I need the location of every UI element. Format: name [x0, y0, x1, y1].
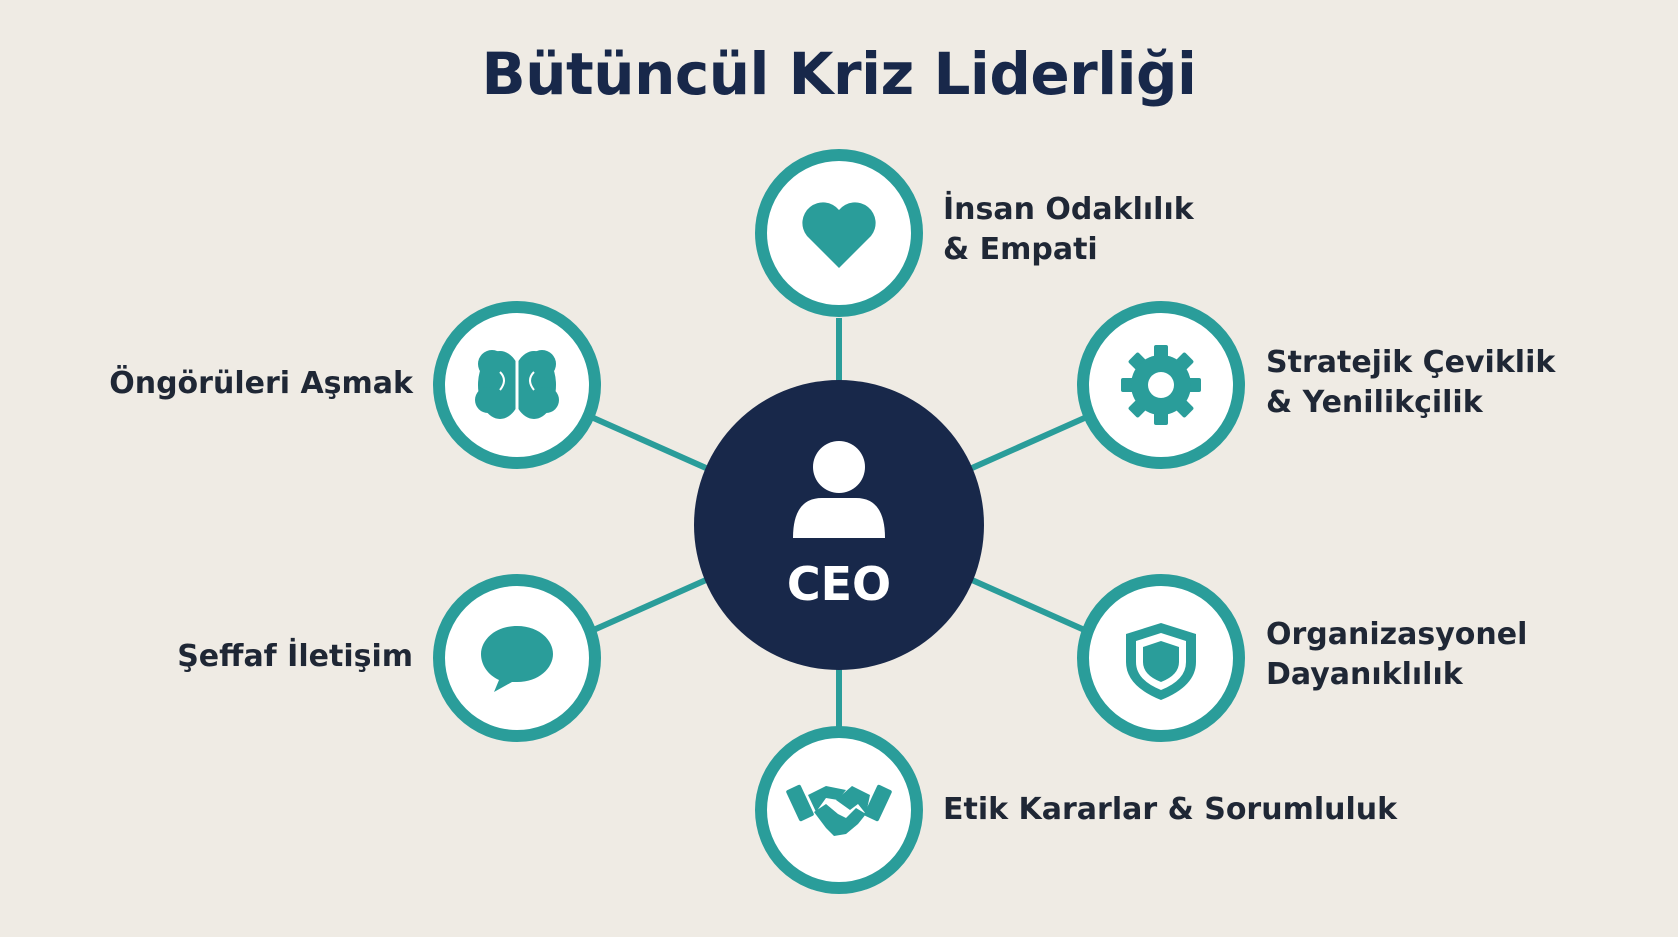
label-strategy-line2: & Yenilikçilik [1266, 385, 1483, 420]
connector-foresight [578, 409, 708, 471]
node-people [755, 149, 923, 317]
label-strategy-line1: Stratejik Çeviklik [1266, 345, 1556, 380]
node-communication [433, 574, 601, 742]
label-people-line1: İnsan Odaklılık [943, 192, 1194, 227]
person-icon [793, 441, 885, 538]
label-people: İnsan Odaklılık & Empati [943, 190, 1194, 270]
heart-icon [802, 202, 876, 268]
label-ethics: Etik Kararlar & Sorumluluk [943, 790, 1397, 830]
label-communication: Şeffaf İletişim [80, 637, 413, 677]
ceo-node: CEO [694, 380, 984, 670]
ceo-label: CEO [787, 557, 891, 611]
connector-resilience [970, 577, 1100, 639]
label-strategy: Stratejik Çeviklik & Yenilikçilik [1266, 343, 1555, 423]
node-foresight [433, 301, 601, 469]
gear-icon [1121, 345, 1201, 425]
label-resilience: Organizasyonel Dayanıklılık [1266, 615, 1527, 695]
label-foresight: Öngörüleri Aşmak [80, 364, 413, 404]
speech-bubble-icon [481, 626, 553, 692]
label-communication-line1: Şeffaf İletişim [177, 639, 413, 674]
label-foresight-line1: Öngörüleri Aşmak [109, 366, 413, 401]
brain-icon [475, 350, 559, 419]
node-strategy [1077, 301, 1245, 469]
node-resilience [1077, 574, 1245, 742]
shield-icon [1126, 623, 1196, 700]
connectors [578, 318, 1100, 735]
node-ethics [755, 726, 923, 894]
label-resilience-line1: Organizasyonel [1266, 617, 1528, 652]
page-title: Bütüncül Kriz Liderliği [481, 40, 1197, 108]
handshake-icon [786, 784, 892, 836]
connector-strategy [970, 409, 1100, 471]
connector-communication [578, 577, 708, 639]
label-resilience-line2: Dayanıklılık [1266, 657, 1463, 692]
label-ethics-line1: Etik Kararlar & Sorumluluk [943, 792, 1398, 827]
label-people-line2: & Empati [943, 232, 1098, 267]
